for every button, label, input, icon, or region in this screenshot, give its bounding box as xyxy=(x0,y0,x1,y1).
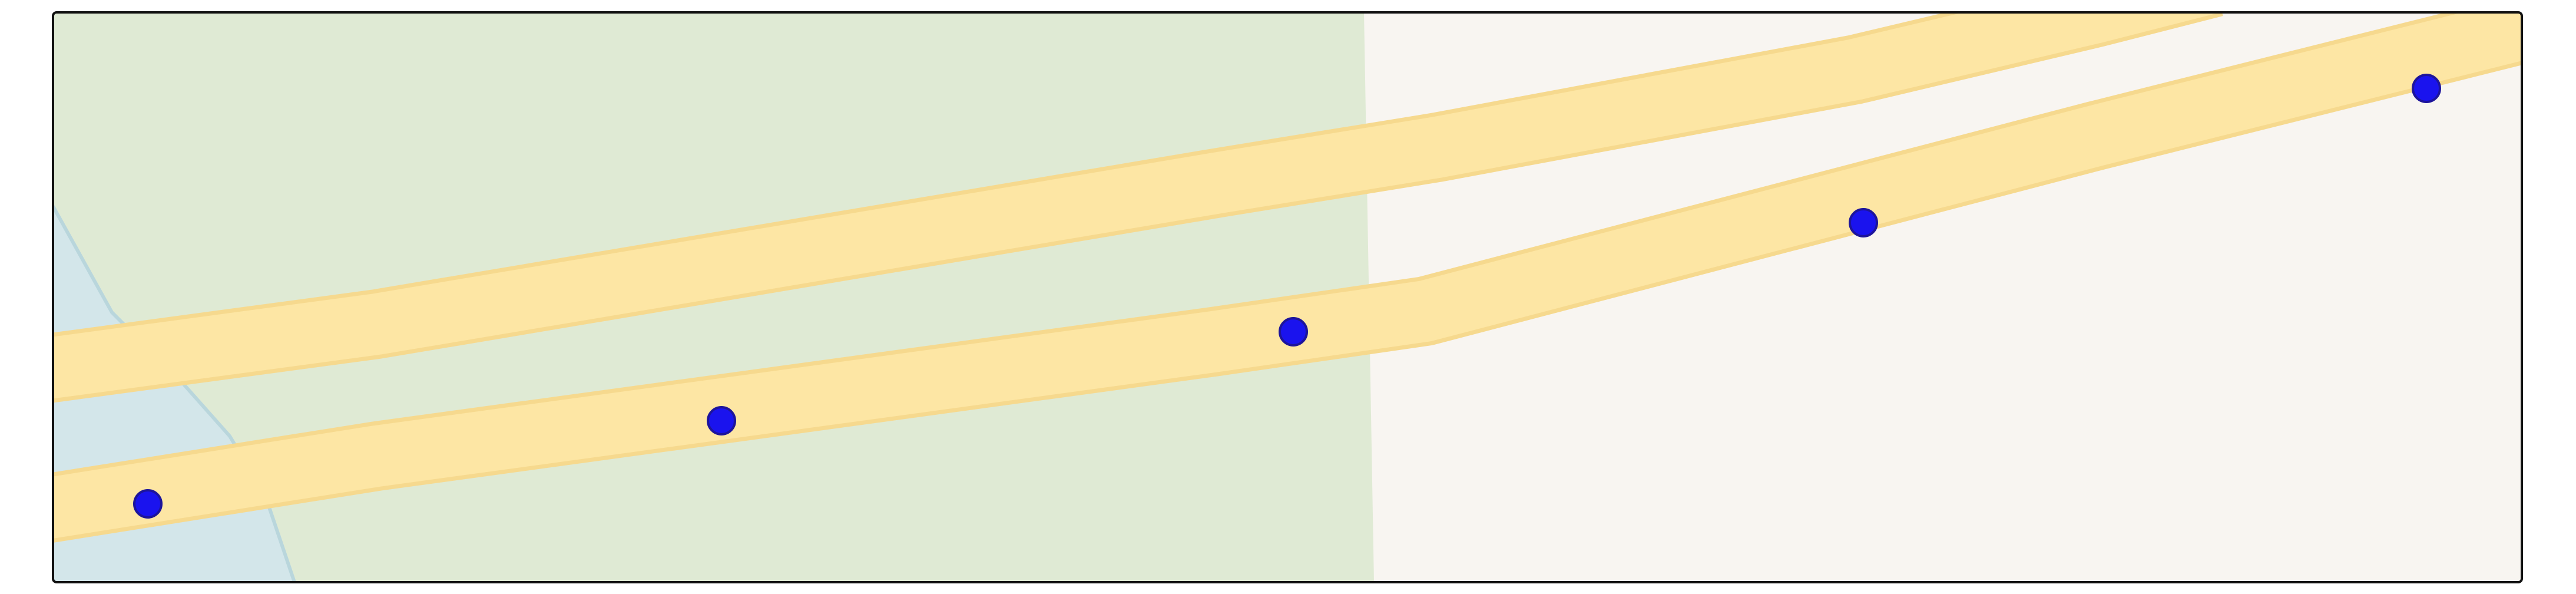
route-marker-1[interactable] xyxy=(133,489,163,519)
map-layers xyxy=(53,12,2522,582)
route-marker-5[interactable] xyxy=(2412,74,2441,103)
route-marker-4[interactable] xyxy=(1849,208,1878,237)
map-frame-border xyxy=(52,11,2523,583)
water-shoreline xyxy=(53,205,296,582)
lower-road xyxy=(53,12,2522,541)
upper-road xyxy=(53,12,2222,401)
route-marker-2[interactable] xyxy=(707,406,736,435)
route-markers xyxy=(133,74,2441,519)
route-marker-3[interactable] xyxy=(1279,317,1308,346)
